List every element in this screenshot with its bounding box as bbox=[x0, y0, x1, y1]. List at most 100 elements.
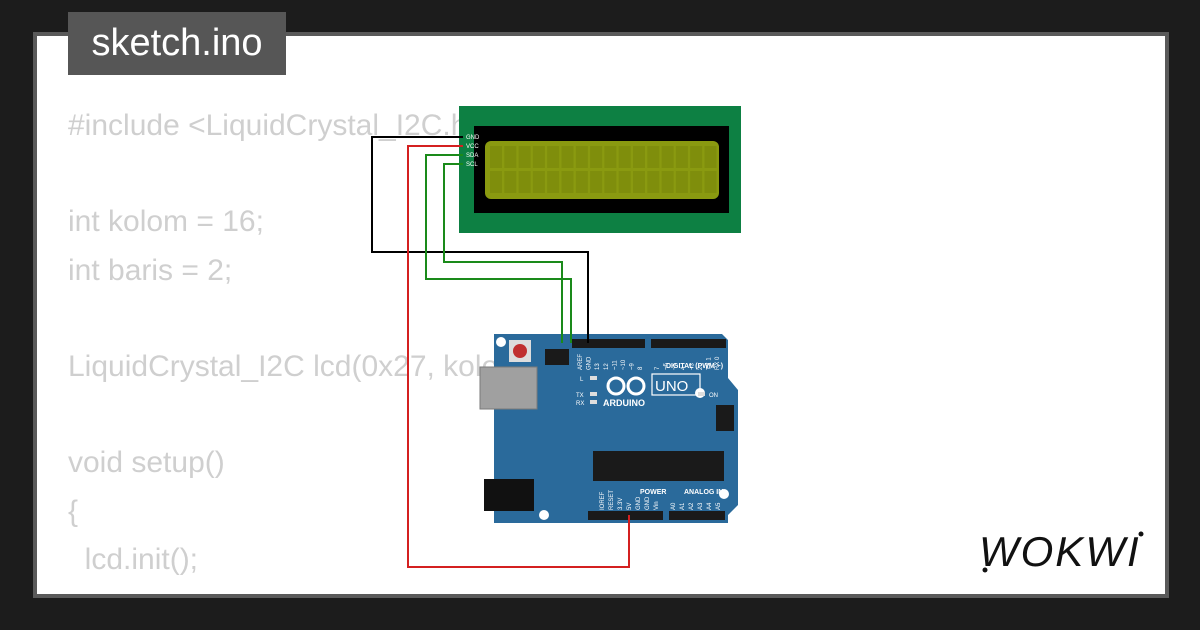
digital-pin-label: ~11 bbox=[612, 360, 618, 370]
mount-hole bbox=[539, 510, 549, 520]
power-pin-label: 3.3V bbox=[618, 498, 624, 510]
lcd-char-cell bbox=[618, 146, 631, 168]
lcd-char-cell bbox=[647, 171, 660, 193]
digital-pin-label: TX 1 bbox=[707, 357, 713, 370]
lcd-char-cell bbox=[504, 171, 517, 193]
mount-hole bbox=[496, 337, 506, 347]
digital-pin-label: ~5 bbox=[672, 362, 678, 370]
lcd-char-cell bbox=[690, 171, 703, 193]
analog-label: ANALOG IN bbox=[684, 489, 723, 496]
lcd-pin-label: VCC bbox=[466, 144, 479, 150]
power-pin-label: GND bbox=[636, 496, 642, 510]
digital-pin-label: GND bbox=[587, 356, 593, 370]
lcd-char-cell bbox=[547, 171, 560, 193]
wokwi-logo: WOKWI bbox=[975, 528, 1155, 575]
power-pin-label: RESET bbox=[609, 490, 615, 510]
lcd-char-cell bbox=[690, 146, 703, 168]
lcd-char-cell bbox=[675, 146, 688, 168]
lcd-char-cell bbox=[561, 146, 574, 168]
icsp-header bbox=[545, 349, 569, 365]
digital-label: DIGITAL (PWM ~) bbox=[666, 363, 723, 370]
lcd-char-cell bbox=[590, 146, 603, 168]
lcd-char-cell bbox=[532, 171, 545, 193]
lcd-char-cell bbox=[532, 146, 545, 168]
wire-vcc bbox=[407, 145, 630, 568]
analog-pin-label: A0 bbox=[671, 502, 677, 510]
lcd-char-cell bbox=[490, 146, 502, 168]
lcd-pin-label: SDA bbox=[466, 153, 478, 159]
atmega-chip bbox=[593, 451, 724, 481]
wire-scl bbox=[443, 163, 563, 343]
lcd-char-cell bbox=[618, 171, 631, 193]
lcd-char-cell bbox=[575, 171, 588, 193]
digital-pin-label: 2 bbox=[698, 366, 704, 370]
arduino-logo-icon bbox=[606, 376, 646, 396]
analog-pin-label: A5 bbox=[716, 502, 722, 510]
code-line: int kolom = 16; bbox=[68, 205, 264, 239]
lcd-char-cell bbox=[633, 146, 645, 168]
header-top-left bbox=[572, 339, 645, 348]
mount-hole bbox=[719, 489, 729, 499]
power-pin-label: IOREF bbox=[600, 491, 606, 510]
lcd-char-cell bbox=[518, 171, 531, 193]
digital-pin-label: 13 bbox=[595, 363, 601, 370]
digital-pin-label: 12 bbox=[604, 363, 610, 370]
file-name-tab[interactable]: sketch.ino bbox=[68, 12, 286, 75]
led-label: RX bbox=[576, 401, 584, 407]
status-leds bbox=[590, 376, 705, 404]
lcd-char-cell bbox=[518, 146, 531, 168]
digital-pin-label: 7 bbox=[655, 366, 661, 370]
analog-pin-label: A4 bbox=[707, 502, 713, 510]
power-pin-label: Vin bbox=[654, 501, 660, 510]
lcd-char-cell bbox=[590, 171, 603, 193]
lcd-char-cell bbox=[647, 146, 660, 168]
wokwi-logo-text: WOKWI bbox=[979, 528, 1141, 574]
lcd-char-cell bbox=[504, 146, 517, 168]
lcd-char-cell bbox=[675, 171, 688, 193]
code-line: int baris = 2; bbox=[68, 253, 233, 287]
wires bbox=[371, 136, 630, 568]
digital-pin-label: ~10 bbox=[621, 359, 627, 370]
power-label: POWER bbox=[640, 489, 666, 496]
lcd-char-cell bbox=[604, 171, 617, 193]
power-pin-label: 5V bbox=[627, 503, 633, 510]
led-label: L bbox=[580, 377, 584, 383]
lcd-char-cell bbox=[633, 171, 645, 193]
digital-pin-label: 8 bbox=[638, 366, 644, 370]
digital-pin-label: ~9 bbox=[630, 362, 636, 370]
led-labels: L TX RX ON bbox=[576, 377, 718, 407]
wire-gnd bbox=[371, 136, 589, 343]
lcd-char-cell bbox=[561, 171, 574, 193]
board-brand: ARDUINO bbox=[603, 398, 645, 408]
lcd-char-cell bbox=[704, 171, 717, 193]
analog-pin-label: A1 bbox=[680, 502, 686, 510]
wire-sda bbox=[425, 154, 572, 343]
analog-pin-label: A2 bbox=[689, 502, 695, 510]
header-power bbox=[588, 511, 663, 520]
dc-jack bbox=[484, 479, 534, 511]
icsp-header-2 bbox=[716, 405, 734, 431]
digital-pin-label: 4 bbox=[681, 366, 687, 370]
lcd-char-cell bbox=[661, 171, 674, 193]
lcd-char-cell bbox=[547, 146, 560, 168]
lcd-char-cell bbox=[661, 146, 674, 168]
lcd-pin-label: SCL bbox=[466, 162, 478, 168]
header-analog bbox=[669, 511, 725, 520]
reset-button[interactable] bbox=[513, 344, 527, 358]
lcd-char-cell bbox=[490, 171, 502, 193]
lcd-char-cell bbox=[704, 146, 717, 168]
lcd-character-grid bbox=[490, 146, 717, 193]
digital-pin-label: ~3 bbox=[689, 362, 695, 370]
board-model: UNO bbox=[655, 378, 688, 395]
led-label: TX bbox=[576, 393, 584, 399]
led-label: ON bbox=[709, 393, 718, 399]
model-badge bbox=[651, 373, 701, 396]
code-line: void setup() bbox=[68, 446, 225, 480]
lcd-char-cell bbox=[575, 146, 588, 168]
